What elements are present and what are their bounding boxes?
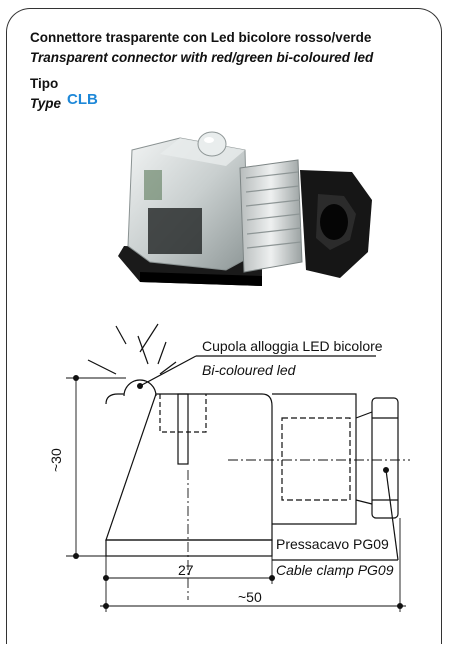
- type-label-italian: Tipo: [30, 76, 59, 91]
- connector-photo: [118, 131, 372, 286]
- inner-pin: [177, 393, 189, 465]
- led-label-english: Bi-coloured led: [202, 362, 296, 378]
- title-italian: Connettore trasparente con Led bicolore …: [30, 30, 372, 45]
- base-plate: [105, 539, 273, 557]
- product-card-frame: [6, 8, 442, 644]
- dimension-height: ~30: [48, 448, 64, 472]
- type-label-english: Type: [30, 96, 62, 111]
- leader-dot-led: [137, 383, 143, 389]
- body-outline: [105, 393, 273, 541]
- type-code: CLB: [67, 91, 98, 108]
- cable-clamp: [371, 397, 399, 519]
- clamp-label-italian: Pressacavo PG09: [276, 536, 389, 552]
- clamp-label-english: Cable clamp PG09: [276, 562, 394, 578]
- threaded-sleeve: [272, 393, 357, 525]
- leader-dot-clamp: [383, 467, 389, 473]
- led-light-rays: [87, 323, 177, 375]
- led-label-italian: Cupola alloggia LED bicolore: [202, 338, 383, 354]
- dimension-total-width: ~50: [238, 589, 262, 605]
- led-dome-outline: [123, 379, 157, 397]
- title-english: Transparent connector with red/green bi-…: [30, 50, 374, 65]
- dimension-body-width: 27: [178, 562, 194, 578]
